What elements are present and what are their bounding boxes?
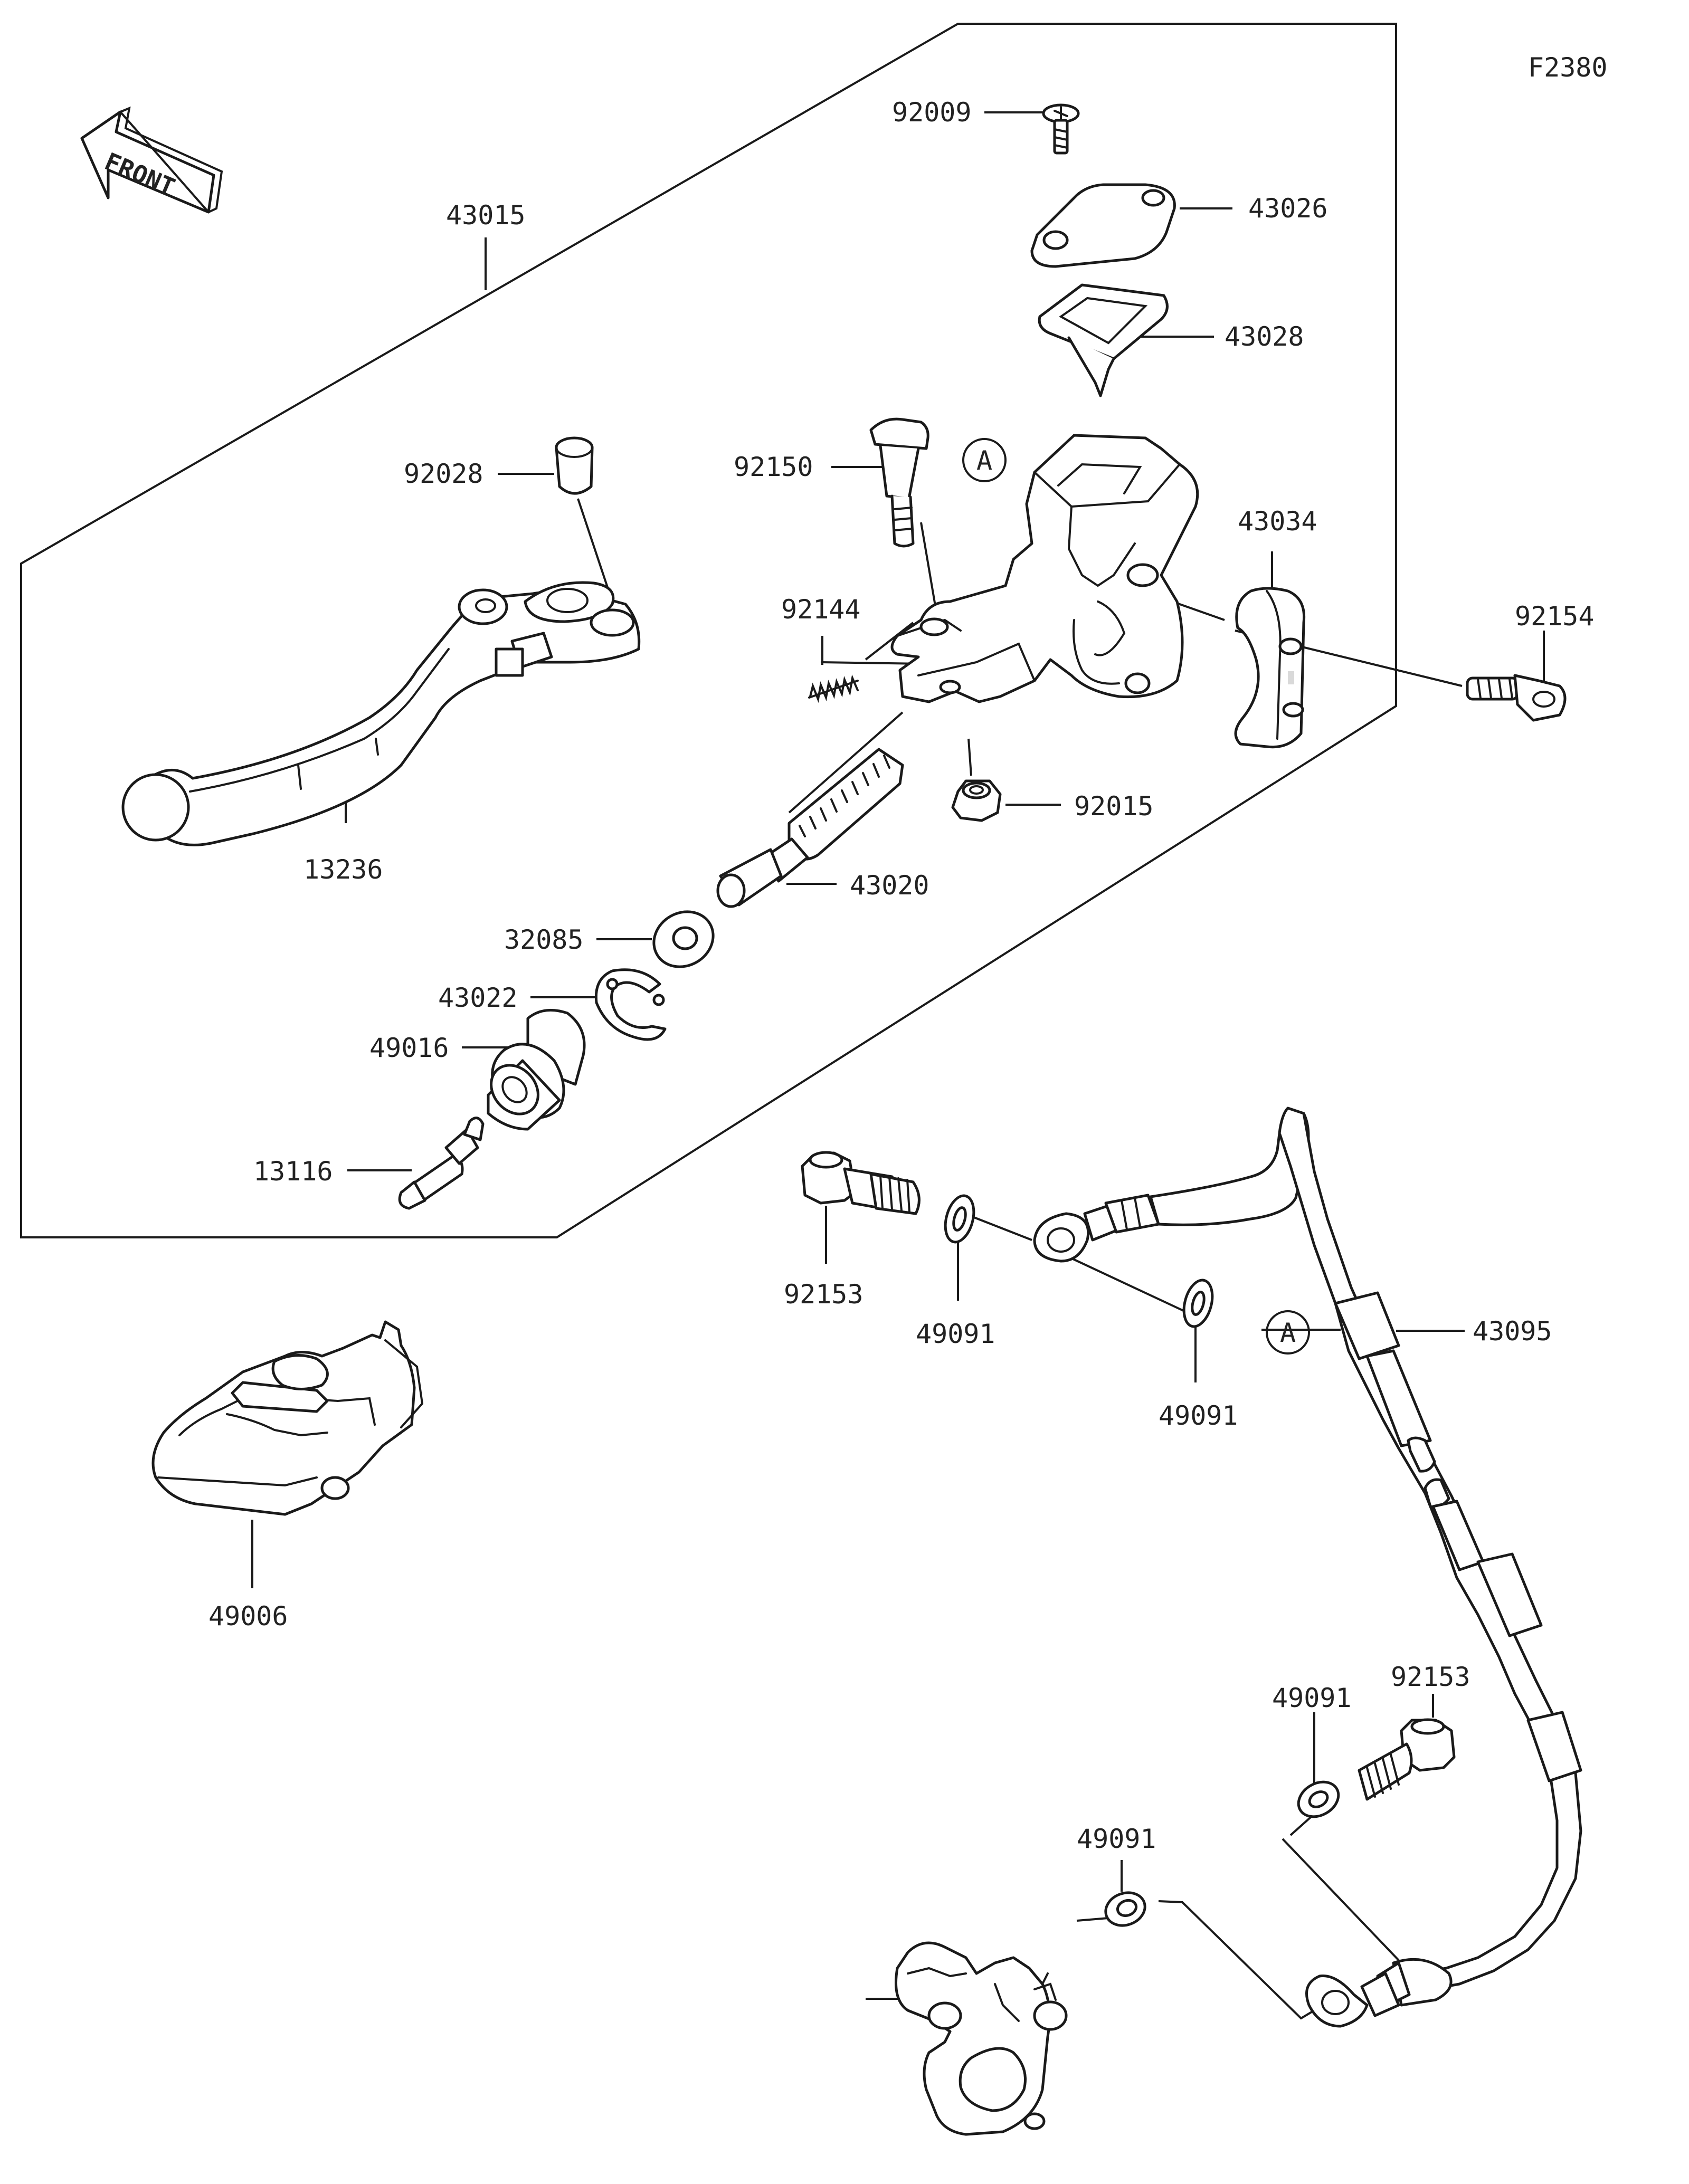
boot-49016 (487, 1008, 586, 1131)
part-label-43095: 43095 (1473, 1316, 1552, 1347)
callout-a-hose-letter: A (1280, 1318, 1296, 1348)
banjo-bolt-92153-bottom (1358, 1718, 1456, 1801)
circlip-43022 (594, 968, 667, 1041)
part-label-49006: 49006 (208, 1601, 288, 1632)
bolt-92154 (1466, 674, 1567, 722)
part-label-43022: 43022 (438, 983, 518, 1013)
washer-49091-a (944, 1194, 975, 1244)
part-label-43020: 43020 (850, 870, 929, 901)
part-label-32085: 32085 (504, 924, 584, 955)
part-label-49091-c: 49091 (1272, 1683, 1352, 1713)
hose-43095 (1033, 1107, 1582, 2028)
part-label-92150: 92150 (734, 452, 813, 482)
washer-49091-d (1104, 1891, 1146, 1927)
callout-a-top: A (962, 438, 1007, 482)
diaphragm-43028 (1038, 283, 1169, 397)
part-label-92028: 92028 (404, 459, 483, 489)
part-label-92009: 92009 (892, 97, 972, 128)
part-label-49091-a: 49091 (916, 1319, 995, 1349)
washer-49091-b (1182, 1279, 1214, 1328)
washer-49091-c (1297, 1780, 1340, 1818)
screw-92009 (1042, 103, 1080, 155)
part-label-13116: 13116 (253, 1156, 333, 1187)
part-label-43026: 43026 (1248, 193, 1328, 224)
part-label-92153-bottom: 92153 (1391, 1662, 1470, 1692)
leader-lines (251, 111, 1545, 2020)
clamp-43034 (1234, 587, 1306, 749)
push-rod-13116 (398, 1117, 485, 1210)
part-label-92154: 92154 (1515, 601, 1595, 632)
guard-49006 (151, 1320, 424, 1516)
part-label-43028: 43028 (1225, 321, 1304, 352)
part-label-49091-d: 49091 (1077, 1824, 1156, 1854)
reservoir-cap-43026 (1030, 183, 1176, 268)
part-label-49091-b: 49091 (1159, 1400, 1238, 1431)
part-label-92153-top: 92153 (784, 1279, 864, 1310)
piston-43020 (716, 748, 904, 908)
nut-92015 (951, 779, 1002, 822)
part-label-43034: 43034 (1238, 506, 1317, 537)
part-label-49016: 49016 (369, 1033, 449, 1063)
spring-92144 (808, 674, 859, 703)
lever-13236 (121, 581, 641, 846)
diagram-code: F2380 (1528, 52, 1608, 83)
part-label-92144: 92144 (781, 594, 861, 625)
part-label-13236: 13236 (303, 854, 383, 885)
front-arrow-icon: FRONT (80, 106, 223, 214)
part-label-92015: 92015 (1074, 791, 1154, 822)
banjo-bolt-92153-top (801, 1151, 921, 1215)
bolt-92150 (869, 417, 929, 548)
collar-92028 (555, 436, 594, 495)
part-labels: 43015 92009 43026 43028 92028 92150 4303… (208, 97, 1595, 1854)
callout-a-hose: A (1266, 1310, 1310, 1355)
clutch-slave-cylinder (895, 1941, 1068, 2136)
part-label-43015: 43015 (446, 200, 526, 231)
washer-32085 (652, 910, 715, 968)
callout-a-top-letter: A (976, 445, 992, 476)
master-cylinder-body (890, 434, 1199, 703)
assembly-outline-43015 (20, 23, 1397, 1238)
